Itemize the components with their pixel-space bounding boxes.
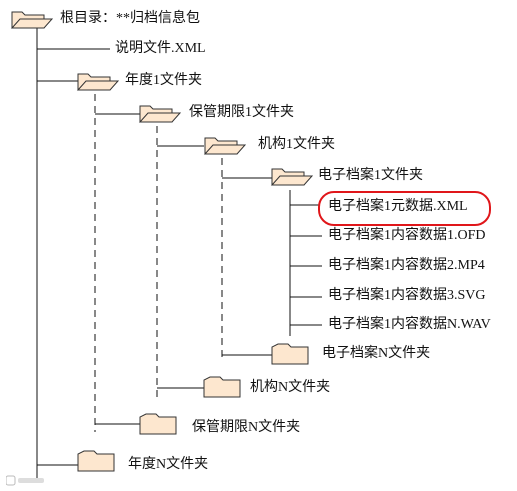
folder-closed-icon	[203, 376, 241, 398]
root-folder-open-icon	[10, 11, 54, 29]
folder-closed-icon	[77, 450, 115, 472]
tree-node-label: 机构1文件夹	[258, 137, 335, 152]
tree-node-label: 保管期限1文件夹	[189, 105, 294, 120]
tree-node-label: 电子档案1内容数据3.SVG	[328, 288, 486, 303]
tree-node-label: 年度1文件夹	[125, 73, 202, 88]
folder-open-icon	[76, 73, 120, 91]
folder-open-icon	[138, 105, 182, 123]
tree-node-label: 电子档案1内容数据2.MP4	[328, 258, 485, 273]
tree-node-label: 电子档案1内容数据N.WAV	[328, 317, 491, 332]
tree-node-label: 电子档案1文件夹	[318, 168, 423, 183]
tree-node-label: 电子档案1内容数据1.OFD	[328, 228, 486, 243]
tree-connectors	[36, 27, 322, 478]
tree-node-label: 说明文件.XML	[115, 41, 206, 56]
tree-dashed-connectors	[94, 94, 223, 432]
watermark-logo-icon	[6, 475, 44, 486]
highlight-circle	[318, 191, 491, 226]
tree-node-label-highlighted: 电子档案1元数据.XML	[328, 199, 468, 214]
tree-node-label: 保管期限N文件夹	[192, 420, 301, 435]
folder-closed-icon	[139, 413, 177, 435]
tree-node-label: 机构N文件夹	[250, 380, 331, 395]
root-folder-label: 根目录：**归档信息包	[60, 11, 200, 26]
folder-open-icon	[203, 137, 247, 155]
folder-closed-icon	[271, 343, 309, 365]
tree-node-label: 电子档案N文件夹	[322, 346, 431, 361]
tree-node-label: 年度N文件夹	[128, 457, 209, 472]
folder-open-icon	[270, 168, 314, 186]
